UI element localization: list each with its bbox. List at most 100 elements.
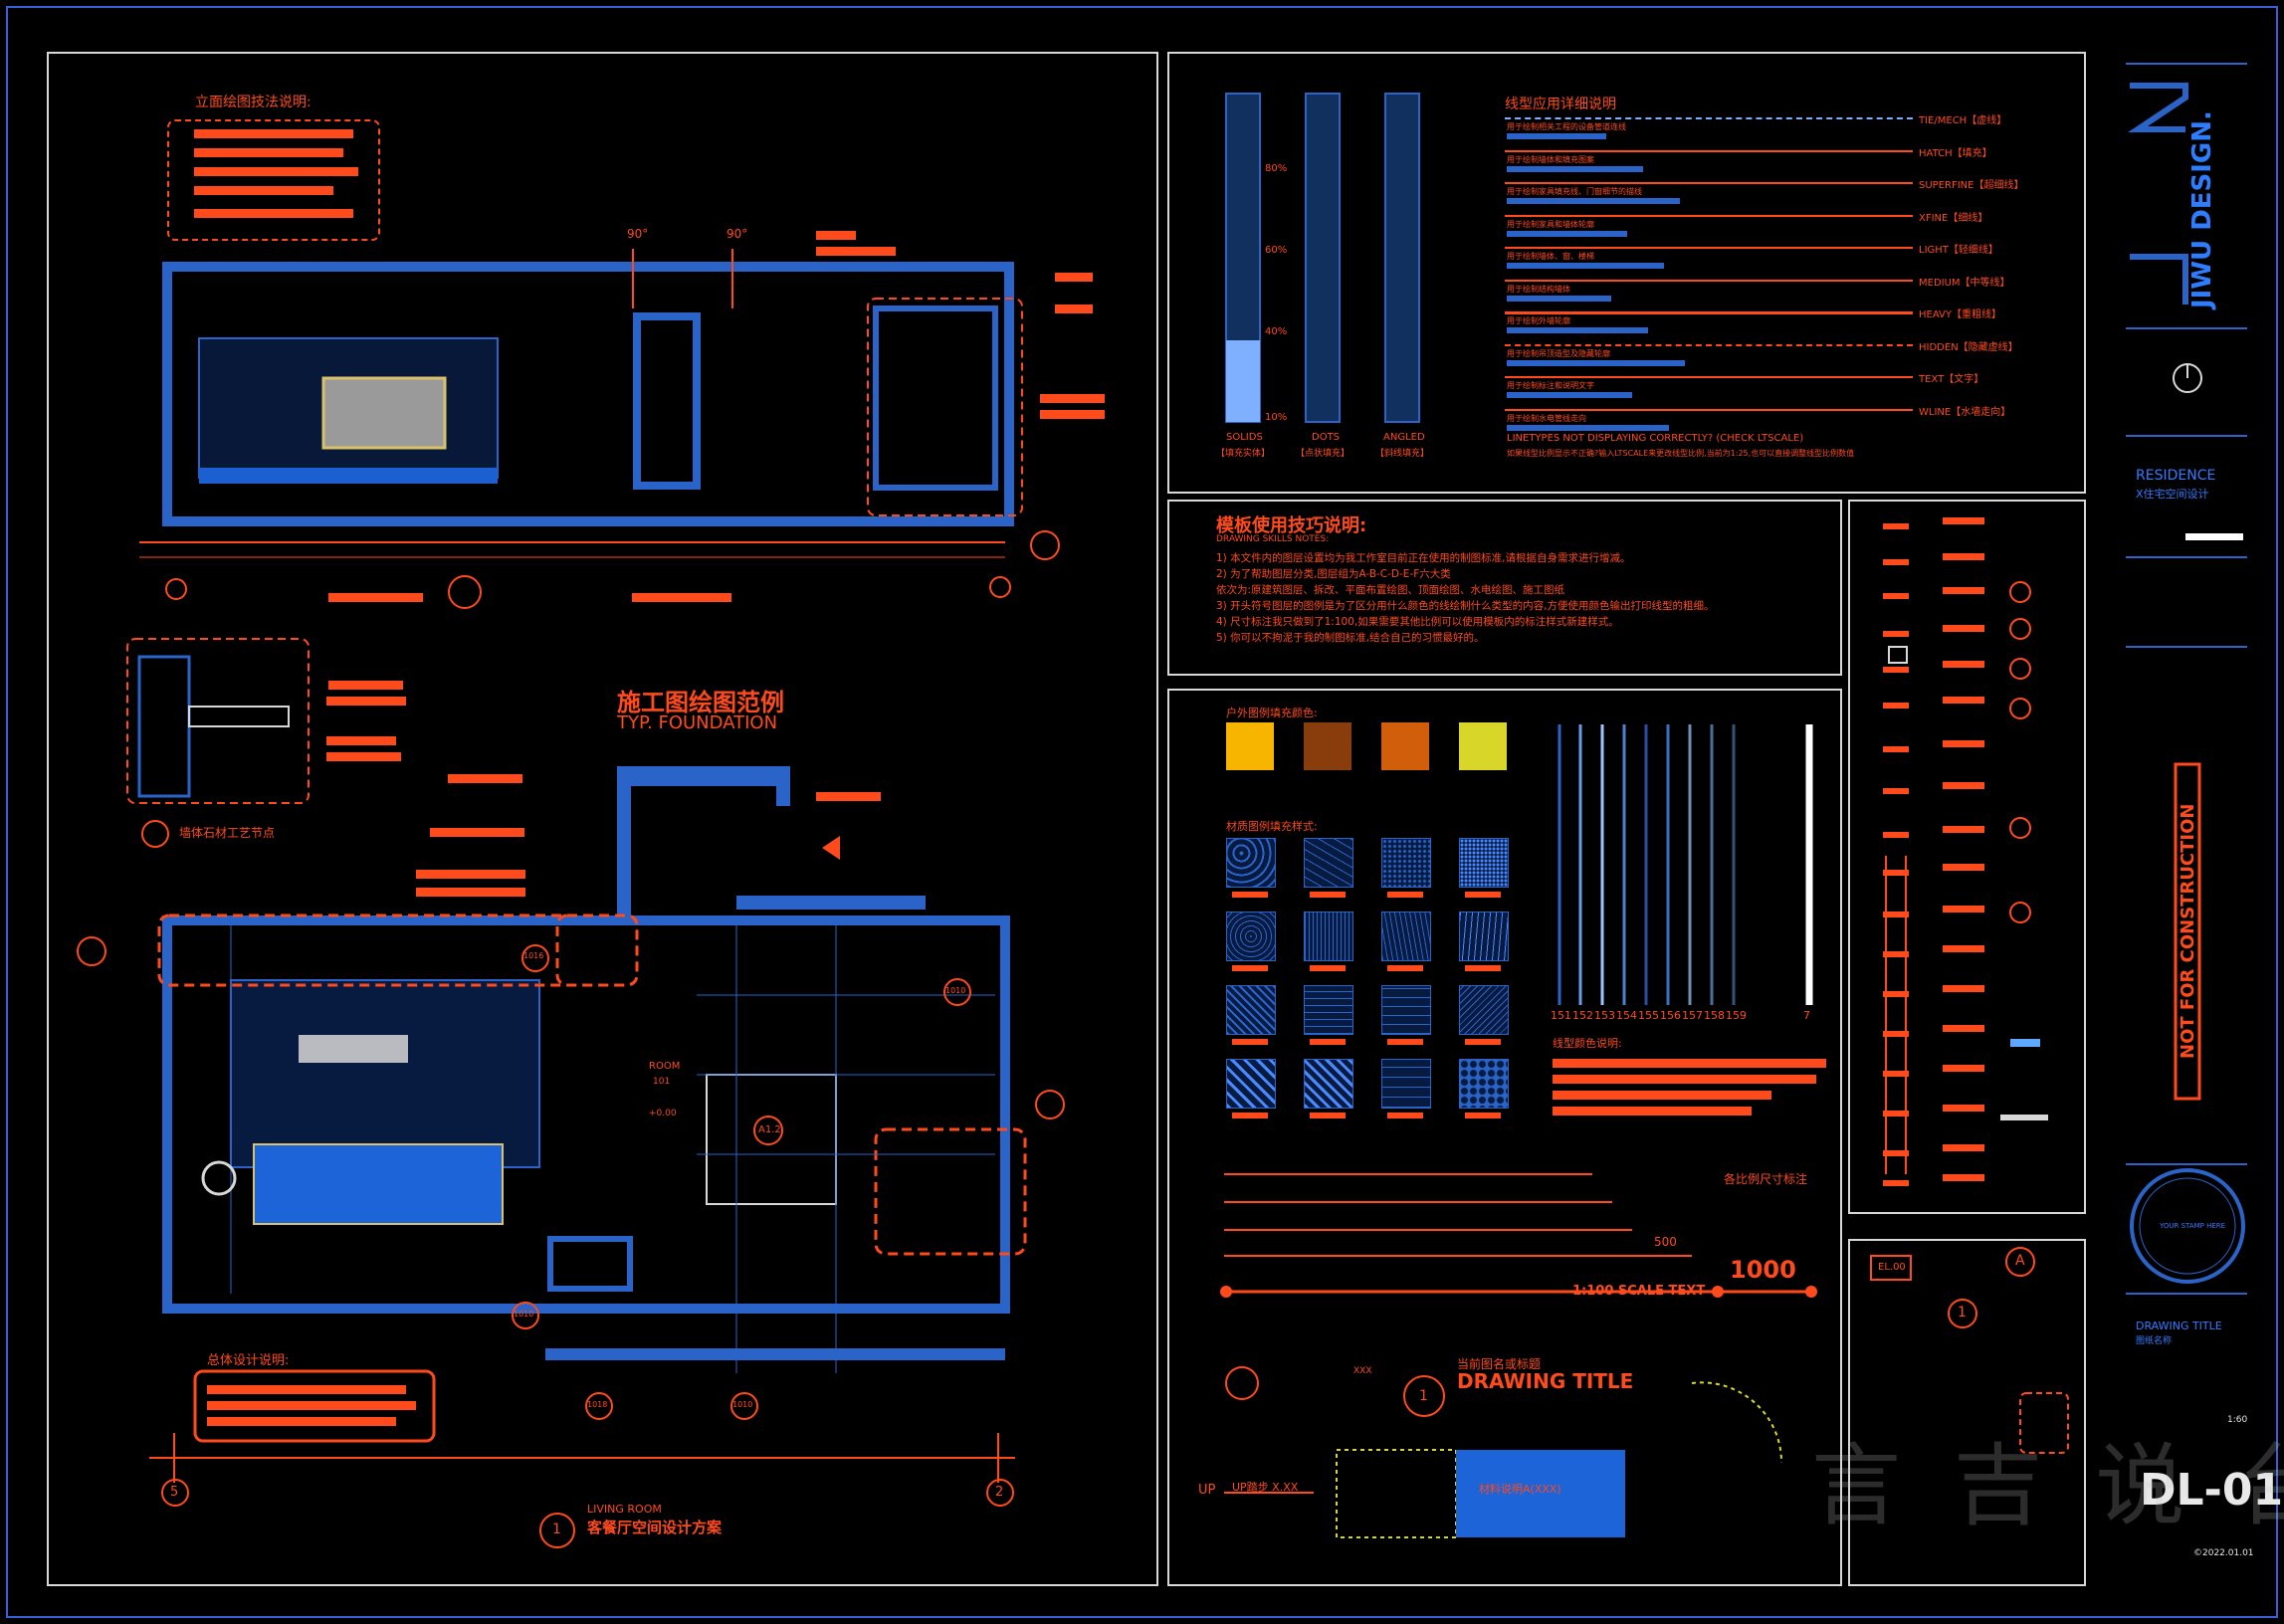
dim-1000: 1000 [1730,1256,1796,1284]
door-tag-4: 1018 [587,1400,608,1409]
linetype-panel [1167,52,2086,494]
scale-note: 各比例尺寸标注 [1724,1172,1808,1186]
linetype-weight-bar [1507,230,1627,237]
symbol-label-bar [1943,661,1984,668]
symbol-label-bar [1883,593,1909,599]
linetype-sample-line [1505,343,1913,346]
swatch-solids: SOLIDS [1226,432,1263,443]
linetype-desc: 用于绘制墙体和填充图案 [1507,154,1594,164]
material-pattern-swatch [1304,1059,1353,1109]
symbols-panel-top [1848,500,2086,1214]
linetype-sample-line [1505,376,1913,378]
symbol-label-bar [1943,697,1984,704]
linetype-desc: 用于绘制相关工程的设备管道连线 [1507,122,1626,131]
symbol-label-bar [1883,788,1909,794]
symbol-el-label: EL.00 [1878,1262,1906,1273]
symbol-label-bar [1883,1111,1909,1116]
symbol-label-bar [1883,631,1909,637]
linetype-name: HIDDEN【隐藏虚线】 [1919,341,2018,353]
linetype-weight-bar [1507,133,1606,139]
pattern-label-bar [1387,965,1423,971]
material-pattern-swatch [1381,838,1431,888]
xxx-label: XXX [1353,1366,1372,1376]
material-pattern-swatch [1226,1059,1276,1109]
symbol-label-bar [1943,826,1984,833]
grid-bubble-5: 5 [170,1485,179,1500]
line-color-label: 157 [1682,1009,1703,1022]
linetype-desc: 用于绘制结构墙体 [1507,284,1570,294]
symbol-label-bar [1883,832,1909,838]
line-color-label: 7 [1803,1009,1810,1022]
linetype-name: TEXT【文字】 [1919,374,1984,385]
scale-text: 1:100 SCALE TEXT [1572,1284,1706,1299]
material-pattern-swatch [1304,838,1353,888]
tips-panel [1167,500,1842,676]
scale-value: 1:60 [2227,1415,2248,1425]
material-pattern-swatch [1226,985,1276,1035]
plan-title-cn: 施工图绘图范例 [617,689,784,716]
symbol-label-bar [1943,906,1984,913]
linetype-footer-1: LINETYPES NOT DISPLAYING CORRECTLY? (CHE… [1507,433,1804,444]
linetype-weight-bar [1507,165,1643,172]
tips-subtitle: DRAWING SKILLS NOTES: [1216,534,1330,544]
materials-panel [1167,689,1842,1586]
linetype-sample-line [1505,117,1913,119]
plant-label: 材料说明A(XXX) [1479,1483,1561,1496]
pattern-label-bar [1465,1113,1501,1118]
elevation-notes-title: 立面绘图技法说明: [195,95,311,110]
sheet-number: DL-01 [2140,1465,2284,1516]
pattern-label-bar [1387,1113,1423,1118]
linetype-weight-bar [1507,359,1685,366]
plan-title-en: TYP. FOUNDATION [617,712,778,733]
plan-angle-2: 90° [727,227,748,241]
issue-date: ©2022.01.01 [2193,1548,2254,1558]
linetype-sample-line [1505,279,1913,282]
pct-60: 60% [1265,245,1288,256]
symbol-label-bar [1883,912,1909,917]
patterns-title: 材质图例填充样式: [1226,820,1318,833]
material-pattern-swatch [1226,912,1276,961]
linetype-weight-bar [1507,198,1680,204]
linetype-weight-bar [1507,424,1669,431]
symbol-label-bar [1883,703,1909,709]
tip-line-2: 2) 为了帮助图层分类,图层组为A-B-C-D-E-F六大类 [1216,568,1451,580]
material-pattern-swatch [1459,912,1509,961]
swatch-angled-cn: 【斜线填充】 [1375,449,1430,459]
room-level: +0.00 [649,1109,677,1118]
linetype-desc: 用于绘制水电管线走向 [1507,413,1586,423]
symbol-label-bar [1883,870,1909,876]
linetype-name: MEDIUM【中等线】 [1919,277,2010,289]
material-pattern-swatch [1381,912,1431,961]
linetype-sample-line [1505,149,1913,152]
pattern-label-bar [1465,892,1501,898]
tip-line-6: 5) 你可以不拘泥于我的制图标准,结合自己的习惯最好的。 [1216,632,1485,644]
symbol-label-bar [1943,517,1984,524]
pattern-label-bar [1310,1113,1346,1118]
linetype-weight-bar [1507,263,1664,269]
line-color-label: 155 [1638,1009,1659,1022]
title-sample-cn: 当前图名或标题 [1457,1357,1542,1371]
pct-10: 10% [1265,412,1288,423]
symbol-label-bar [1883,1150,1909,1156]
plan-angle-1: 90° [627,227,649,241]
swatch-dots: DOTS [1312,432,1341,443]
pattern-label-bar [1465,1039,1501,1045]
drawing-title-cn: 客餐厅空间设计方案 [587,1519,723,1536]
symbol-label-bar [1943,1144,1984,1151]
symbol-label-bar [1883,1071,1909,1077]
linetype-name: TIE/MECH【虚线】 [1919,115,2007,126]
pattern-label-bar [1232,1113,1268,1118]
symbol-label-bar [1943,1065,1984,1072]
color-swatch-3 [1381,722,1429,770]
linetype-weight-bar [1507,392,1632,398]
pct-80: 80% [1265,163,1288,174]
linetype-footer-2: 如果线型比例显示不正确?输入LTSCALE来更改线型比例,当前为1:25,也可以… [1507,449,1855,458]
symbol-label-bar [1943,553,1984,560]
linetype-desc: 用于绘制墙体、窗、楼梯 [1507,252,1594,261]
watermark-text: 言 吉 说 台 [1811,1434,2284,1538]
material-pattern-swatch [1459,838,1509,888]
title-sample-en: DRAWING TITLE [1457,1369,1634,1393]
pattern-label-bar [1232,892,1268,898]
linetype-title: 线型应用详细说明 [1505,97,1616,112]
